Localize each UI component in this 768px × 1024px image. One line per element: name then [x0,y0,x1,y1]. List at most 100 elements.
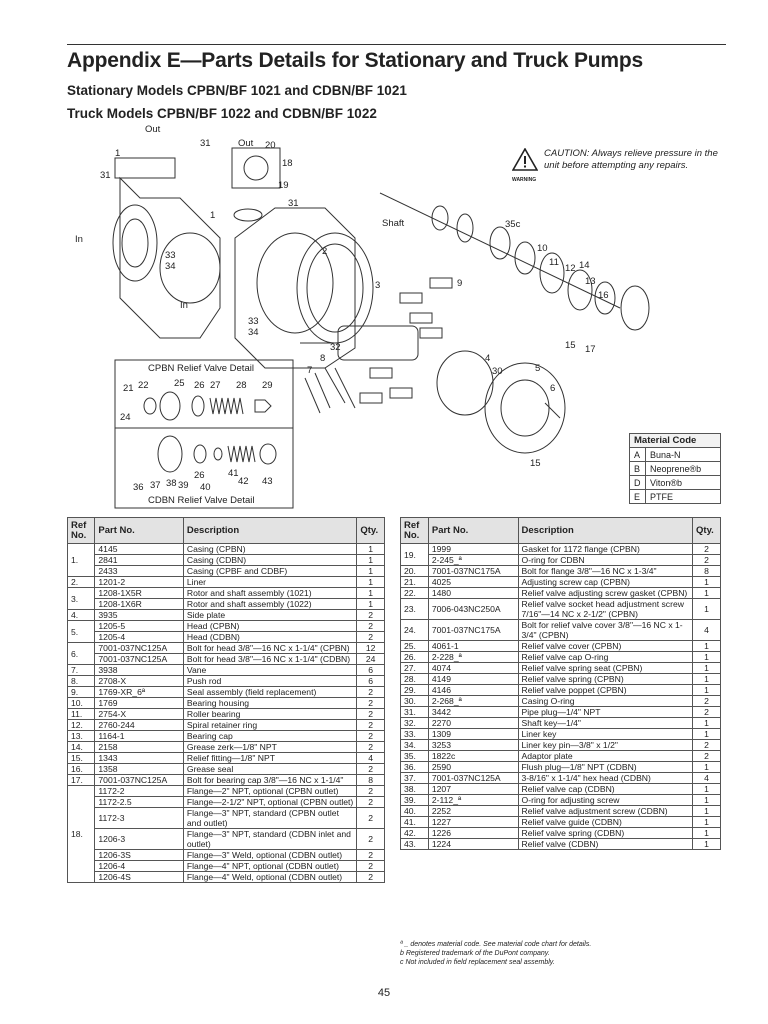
page-title: Appendix E—Parts Details for Stationary … [67,49,643,72]
qty-cell: 2 [356,849,385,861]
part-number-cell: 2-228_ª [427,651,519,663]
material-letter: A [629,447,646,462]
part-number-cell: 4061-1 [427,640,519,652]
ref-cell: 39. [400,794,429,806]
material-name: Neoprene®b [645,461,721,476]
part-number-cell: 2841 [94,554,184,566]
description-cell: Rotor and shaft assembly (1021) [182,587,358,599]
part-number-cell: 7001-037NC125A [94,653,184,665]
description-cell: Pipe plug—1/4" NPT [517,706,694,718]
description-cell: Flange—2" NPT, optional (CPBN outlet) [182,785,358,797]
description-cell: Casing (CDBN) [182,554,358,566]
description-cell: Liner key [517,728,694,740]
ref-cell: 43. [400,838,429,850]
vanes [359,277,453,404]
description-cell: Push rod [182,675,358,687]
qty-cell: 8 [692,565,721,577]
callout-number: 17 [585,344,596,355]
label-cpbn-detail: CPBN Relief Valve Detail [148,363,254,374]
ref-cell: 16. [66,763,96,775]
col-desc: Description [182,517,358,544]
label-out-2: Out [238,138,254,149]
col-qty: Qty. [692,517,721,544]
cdbn-detail-box [114,427,294,509]
qty-cell: 2 [356,860,385,872]
qty-cell: 1 [692,794,721,806]
qty-cell: 2 [356,741,385,753]
col-ref: Ref No. [66,517,96,544]
part-number-cell: 7001-037NC175A [427,565,519,577]
qty-cell: 1 [692,816,721,828]
ref-cell: 32. [400,717,429,729]
header-rule [67,44,726,45]
ref-cell: 19. [400,543,429,566]
callout-number: 5 [535,363,540,374]
part-number-cell: 4149 [427,673,519,685]
warning-icon-label: WARNING [512,177,537,183]
callout-number: 27 [210,380,221,391]
qty-cell: 1 [692,587,721,599]
description-cell: Bearing cap [182,730,358,742]
description-cell: Relief valve guide (CDBN) [517,816,694,828]
ref-cell: 34. [400,739,429,751]
qty-cell: 12 [356,642,385,654]
qty-cell: 1 [692,576,721,588]
ref-cell: 22. [400,587,429,599]
part-number-cell: 2-245_ª [427,554,519,566]
callout-number: 19 [278,180,289,191]
ref-cell: 20. [400,565,429,577]
material-name: Viton®b [645,475,721,490]
qty-cell: 2 [356,620,385,632]
description-cell: Casing (CPBF and CDBF) [182,565,358,577]
part-number-cell: 2754-X [94,708,184,720]
ref-cell: 29. [400,684,429,696]
callout-number: 37 [150,480,161,491]
material-letter: E [629,489,646,504]
callout-number: 42 [238,476,249,487]
ref-cell: 37. [400,772,429,784]
ref-cell: 8. [66,675,96,687]
qty-cell: 2 [356,807,385,829]
description-cell: Casing O-ring [517,695,694,707]
description-cell: Relief valve cap O-ring [517,651,694,663]
qty-cell: 2 [356,631,385,643]
col-ref: Ref No. [400,517,429,544]
qty-cell: 2 [356,871,385,883]
callout-number: 34 [165,261,176,272]
part-number-cell: 1227 [427,816,519,828]
description-cell: Relief valve socket head adjustment scre… [517,598,694,620]
description-cell: Relief valve spring seat (CPBN) [517,662,694,674]
part-number-cell: 1201-2 [94,576,184,588]
ref-cell: 7. [66,664,96,676]
footnote-c: c Not included in field replacement seal… [400,959,555,966]
qty-cell: 1 [356,543,385,555]
callout-number: 25 [174,378,185,389]
part-number-cell: 7006-043NC250A [427,598,519,620]
part-number-cell: 1208-1X6R [94,598,184,610]
callout-number: 12 [565,263,576,274]
description-cell: Relief valve adjustment screw (CDBN) [517,805,694,817]
callout-number: 1 [210,210,215,221]
callout-number: 13 [585,276,596,287]
callout-number: 39 [178,480,189,491]
callout-number: 31 [288,198,299,209]
cpbn-relief-valve-parts [143,391,272,421]
description-cell: Roller bearing [182,708,358,720]
description-cell: Relief valve adjusting screw gasket (CPB… [517,587,694,599]
label-in-1: In [75,234,83,245]
ref-cell: 38. [400,783,429,795]
